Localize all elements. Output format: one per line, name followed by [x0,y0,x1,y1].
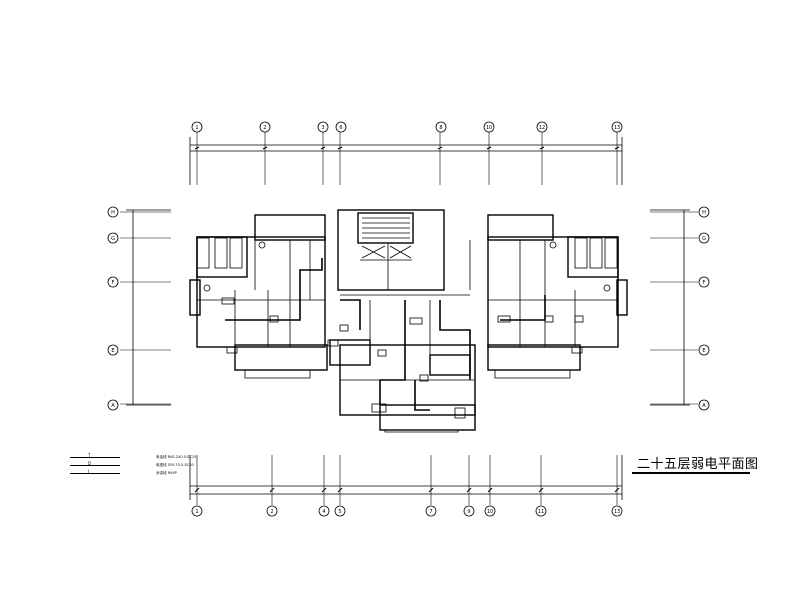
legend-line-icon [70,457,120,458]
axis-bubble-top: 3 [317,121,329,133]
axis-bubble-left: E [107,344,119,356]
drawing-title: 二十五层弱电平面图 [637,457,759,472]
axis-label: 1 [195,125,198,131]
axis-bubble-left: A [107,399,119,411]
axis-label: 9 [467,509,470,515]
axis-label: 3 [321,125,324,131]
legend-symbol: D [88,461,92,466]
axis-label: G [111,236,115,242]
axis-label: A [111,403,115,409]
axis-bubble-bottom: 4 [318,505,330,517]
grid-axis-bottom-bubbles: 1 2 4 5 7 9 10 11 13 [191,505,623,517]
axis-bubble-top: 6 [335,121,347,133]
axis-bubble-bottom: 1 [191,505,203,517]
title-underline [632,472,750,474]
legend-symbol: J [88,469,90,474]
axis-bubble-right: G [698,232,710,244]
axis-label: 1 [195,509,198,515]
axis-label: 2 [270,509,273,515]
legend-symbol: T [88,453,91,458]
axis-bubble-bottom: 13 [611,505,623,517]
axis-bubble-bottom: 2 [266,505,278,517]
axis-bubble-bottom: 9 [463,505,475,517]
axis-bubble-top: 10 [483,121,495,133]
axis-bubble-bottom: 10 [484,505,496,517]
axis-bubble-right: E [698,344,710,356]
axis-bubble-left: G [107,232,119,244]
axis-label: E [702,348,705,354]
legend-line-icon [70,465,120,466]
grid-axis-right-bubbles: H G F E A [698,206,710,411]
axis-label: A [702,403,706,409]
axis-bubble-left: F [107,276,119,288]
axis-bubble-top: 8 [435,121,447,133]
axis-label: H [111,210,115,216]
axis-bubble-bottom: 11 [535,505,547,517]
axis-bubble-bottom: 5 [334,505,346,517]
axis-label: 10 [487,509,493,515]
axis-label: 8 [439,125,442,131]
axis-label: 12 [539,125,545,131]
legend-text: 电视线 SYV-75-5-SC20 [156,463,194,467]
axis-label: 5 [338,509,341,515]
legend-line-icon [70,473,120,474]
axis-label: 10 [486,125,492,131]
axis-bubble-top: 13 [611,121,623,133]
axis-bubble-right: A [698,399,710,411]
axis-label: E [111,348,114,354]
legend-text: 电话线 RVS-2X0.5-SC15 [156,455,197,459]
legend-text: 对讲线 RVVP [156,471,177,475]
axis-label: 11 [538,509,544,515]
axis-label: 2 [263,125,266,131]
axis-bubble-bottom: 7 [425,505,437,517]
axis-label: F [112,280,115,286]
axis-label: H [702,210,706,216]
axis-label: F [703,280,706,286]
axis-bubble-right: F [698,276,710,288]
grid-axis-left-bubbles: H G F E A [107,206,119,411]
axis-label: G [702,236,706,242]
axis-label: 4 [322,509,325,515]
axis-label: 13 [614,509,620,515]
axis-label: 7 [429,509,432,515]
axis-bubble-top: 12 [536,121,548,133]
axis-bubble-right: H [698,206,710,218]
axis-bubble-top: 2 [259,121,271,133]
axis-label: 6 [339,125,342,131]
axis-label: 13 [614,125,620,131]
axis-bubble-top: 1 [191,121,203,133]
axis-bubble-left: H [107,206,119,218]
